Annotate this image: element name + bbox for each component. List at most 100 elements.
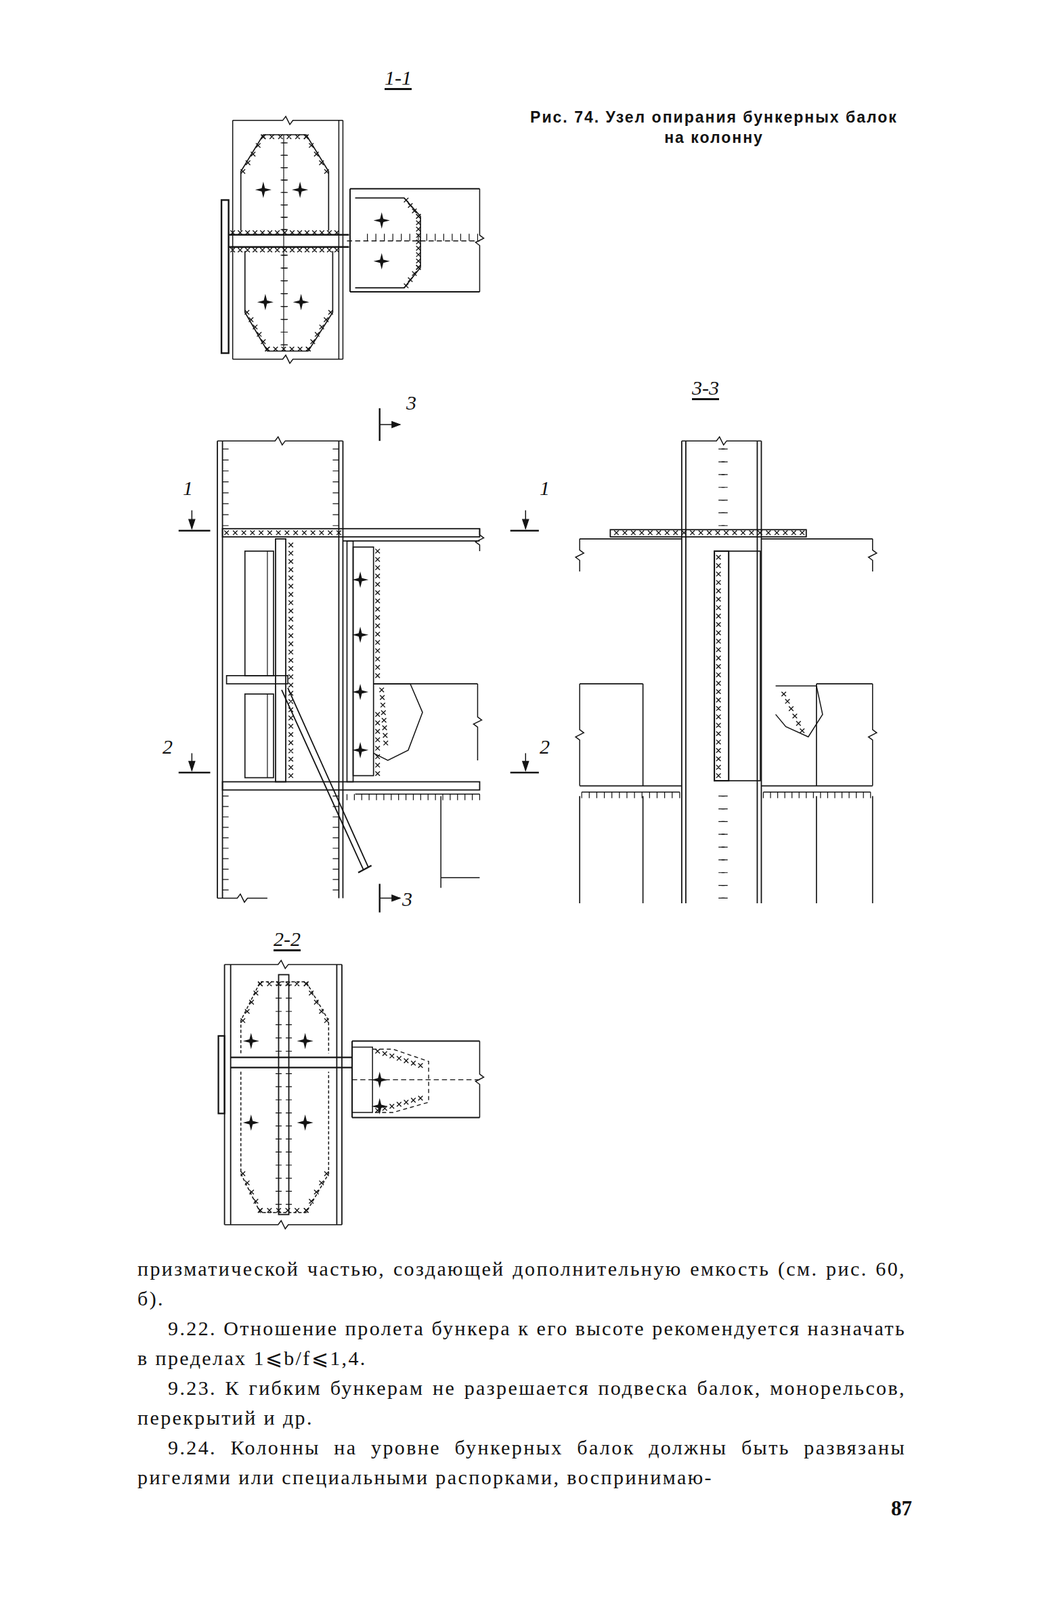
drawing-outline xyxy=(868,683,877,787)
weld-marks xyxy=(375,1096,423,1114)
section-marker: 3 xyxy=(406,392,417,414)
bolt-symbol xyxy=(373,212,390,229)
drawing-outline xyxy=(245,251,334,352)
bolt-symbol xyxy=(352,683,369,701)
drawing-line xyxy=(579,683,643,685)
weld-marks xyxy=(261,134,309,140)
drawing-outline xyxy=(241,134,330,231)
bolt-symbol xyxy=(243,1114,260,1131)
drawing-line xyxy=(763,791,871,793)
drawing-line xyxy=(266,551,268,676)
weld-marks xyxy=(306,310,334,352)
plate-rect xyxy=(245,694,274,778)
drawing-outline xyxy=(188,519,195,529)
drawing-line xyxy=(642,683,644,787)
weld-marks xyxy=(257,1207,309,1213)
weld-marks xyxy=(614,530,805,535)
weld-marks xyxy=(404,265,422,289)
page-number: 87 xyxy=(891,1497,913,1519)
drawing-line xyxy=(579,538,682,540)
weld-marks xyxy=(304,981,330,1024)
plate-rect xyxy=(226,675,288,684)
plate-rect xyxy=(714,551,729,781)
weld-marks xyxy=(288,543,294,778)
drawing-line xyxy=(222,440,224,898)
plate-rect xyxy=(221,199,229,353)
bolt-symbol xyxy=(243,1032,260,1049)
weld-marks xyxy=(230,230,339,235)
plate-rect xyxy=(610,529,806,537)
drawing-outline xyxy=(373,683,423,761)
drawing-line xyxy=(756,440,759,904)
drawing-outline xyxy=(241,1071,330,1213)
body-paragraph: 9.22. Отношение пролета бункера к его вы… xyxy=(137,1313,906,1374)
bolt-symbol xyxy=(257,293,274,311)
drawing-outline xyxy=(224,1220,342,1229)
drawing-line xyxy=(338,440,340,898)
drawing-line xyxy=(815,796,818,904)
rivet-ticks xyxy=(275,985,282,1052)
drawing-outline xyxy=(475,528,484,552)
drawing-line xyxy=(342,440,344,898)
drawing-outline xyxy=(224,960,342,969)
rivet-ticks xyxy=(275,1073,282,1205)
rivet-ticks xyxy=(280,142,288,230)
drawing-line xyxy=(232,120,234,360)
rivet-ticks xyxy=(581,792,680,799)
drawing-line xyxy=(581,791,680,793)
drawing-line xyxy=(815,683,818,787)
drawing-outline xyxy=(232,116,344,125)
weld-marks xyxy=(379,687,388,746)
rivet-ticks xyxy=(280,255,288,346)
body-paragraph: 9.23. К гибким бункерам не разрешается п… xyxy=(137,1373,906,1433)
plate-rect xyxy=(353,547,374,776)
drawing-line xyxy=(336,964,338,1225)
drawing-line xyxy=(342,120,344,360)
plate-rect xyxy=(222,782,481,791)
plate-rect xyxy=(346,540,353,783)
section-label: 3-3 xyxy=(691,377,720,399)
drawing-line xyxy=(358,865,372,873)
drawing-outline xyxy=(775,685,823,737)
drawing-line xyxy=(510,771,539,774)
bolt-symbol xyxy=(373,253,390,270)
drawing-outline xyxy=(217,436,343,445)
weld-marks xyxy=(244,310,270,352)
drawing-outline xyxy=(522,761,529,771)
section-marker: 3 xyxy=(402,889,413,910)
drawing-line xyxy=(761,538,873,540)
rivet-ticks xyxy=(346,794,480,801)
drawing-line xyxy=(178,530,211,532)
figure-caption: Рис. 74. Узел опирания бункерных балок н… xyxy=(529,106,899,148)
section-marker: 1 xyxy=(182,478,193,499)
rivet-ticks xyxy=(222,448,229,526)
drawing-outline xyxy=(281,689,364,870)
drawing-group xyxy=(178,116,877,1229)
drawing-outline xyxy=(241,981,330,1054)
weld-marks xyxy=(265,346,311,352)
drawing-line xyxy=(178,771,211,774)
drawing-line xyxy=(346,240,480,242)
drawing-line xyxy=(266,694,268,778)
drawing-outline xyxy=(287,687,369,868)
drawing-line xyxy=(352,1079,480,1080)
weld-marks xyxy=(257,981,309,987)
weld-marks xyxy=(781,691,805,734)
body-paragraph: призматической частью, создающей дополни… xyxy=(137,1253,906,1314)
drawing-line xyxy=(681,440,683,904)
drawing-line xyxy=(579,785,682,787)
drawing-line xyxy=(283,134,284,352)
bolt-symbol xyxy=(291,181,309,198)
weld-marks xyxy=(230,247,339,253)
drawing-outline xyxy=(232,355,344,364)
drawing-line xyxy=(338,120,340,360)
weld-marks xyxy=(416,213,422,270)
bolt-symbol xyxy=(352,742,369,759)
drawing-line xyxy=(642,796,644,904)
section-marker: 1 xyxy=(539,478,550,499)
drawing-outline xyxy=(522,519,529,529)
drawing-outline xyxy=(355,197,421,288)
weld-marks xyxy=(375,712,380,776)
drawing-line xyxy=(440,877,480,879)
weld-marks xyxy=(716,555,722,778)
